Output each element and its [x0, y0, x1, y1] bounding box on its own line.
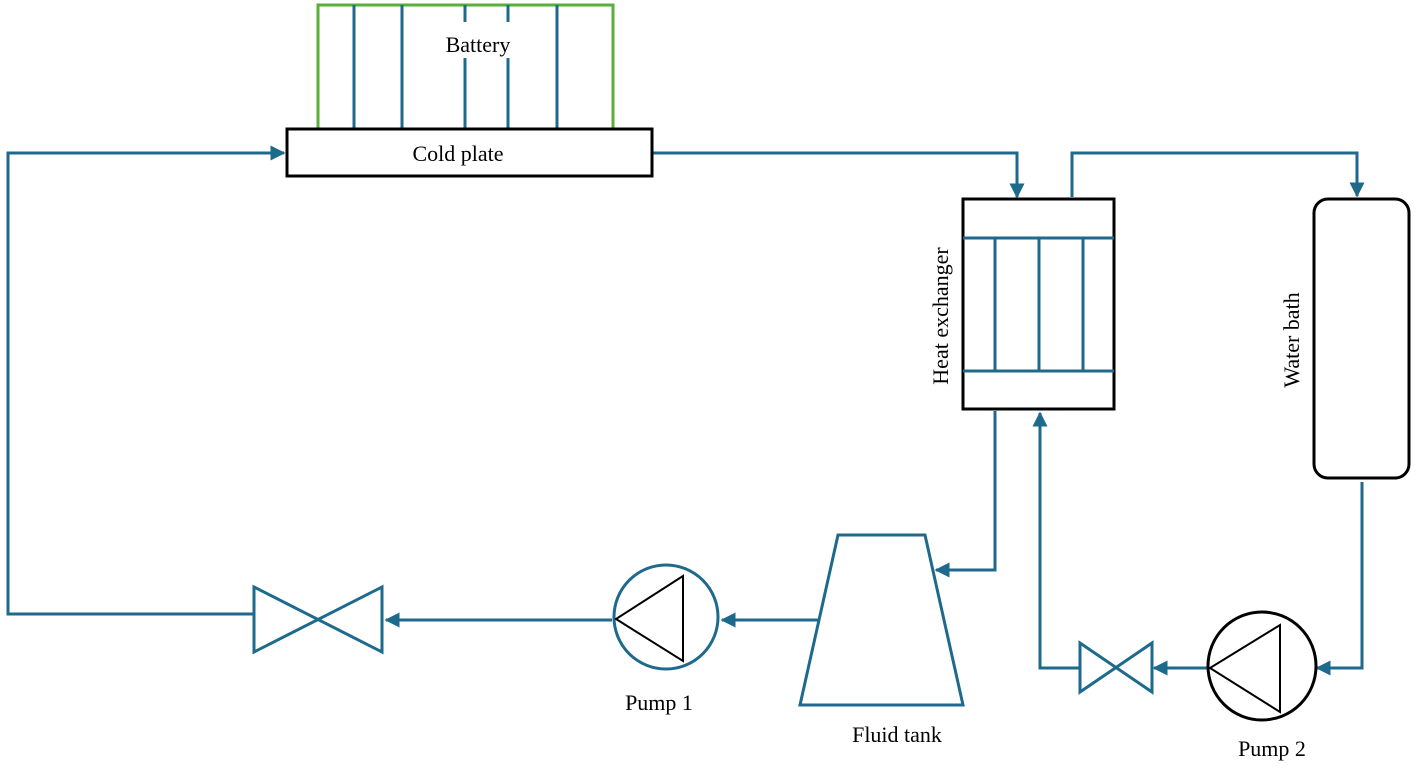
fluid-tank: Fluid tank	[798, 533, 965, 747]
pump-2-label: Pump 2	[1238, 736, 1306, 761]
pump-1: Pump 1	[612, 563, 720, 715]
pump-1-triangle-icon	[614, 574, 684, 663]
pump-1-label: Pump 1	[625, 690, 693, 715]
pipe-hx-to-waterbath	[1070, 151, 1365, 198]
heat-exchanger-tubes	[963, 236, 1114, 373]
water-bath: Water bath	[1279, 197, 1411, 480]
pump-2: Pump 2	[1206, 610, 1318, 761]
heat-exchanger-label: Heat exchanger	[928, 247, 953, 385]
fluid-tank-label: Fluid tank	[852, 722, 942, 747]
cold-plate-label: Cold plate	[412, 141, 503, 166]
valve-2-shape-icon	[1078, 640, 1154, 695]
battery-cells	[352, 5, 559, 129]
battery: Battery	[316, 3, 615, 131]
pipe-valve1-to-coldplate	[6, 145, 286, 616]
pump-2-body	[1206, 610, 1318, 722]
pipe-hx-to-tank	[934, 411, 997, 578]
pipe-waterbath-to-pump2	[1315, 482, 1364, 676]
battery-label: Battery	[446, 32, 511, 57]
water-bath-box	[1312, 197, 1411, 480]
cold-plate: Cold plate	[285, 127, 654, 178]
valve-2	[1078, 640, 1154, 695]
valve-1	[252, 584, 384, 655]
pump-2-triangle-icon	[1208, 623, 1281, 714]
cold-plate-box	[285, 127, 654, 178]
pipe-valve2-to-hx	[1032, 411, 1080, 670]
valve-1-shape-icon	[252, 584, 384, 655]
pump-1-body	[612, 563, 720, 671]
pipe-coldplate-to-hx	[652, 151, 1025, 199]
water-bath-label: Water bath	[1279, 292, 1304, 387]
heat-exchanger: Heat exchanger	[928, 197, 1116, 411]
fluid-tank-shape	[798, 533, 965, 707]
